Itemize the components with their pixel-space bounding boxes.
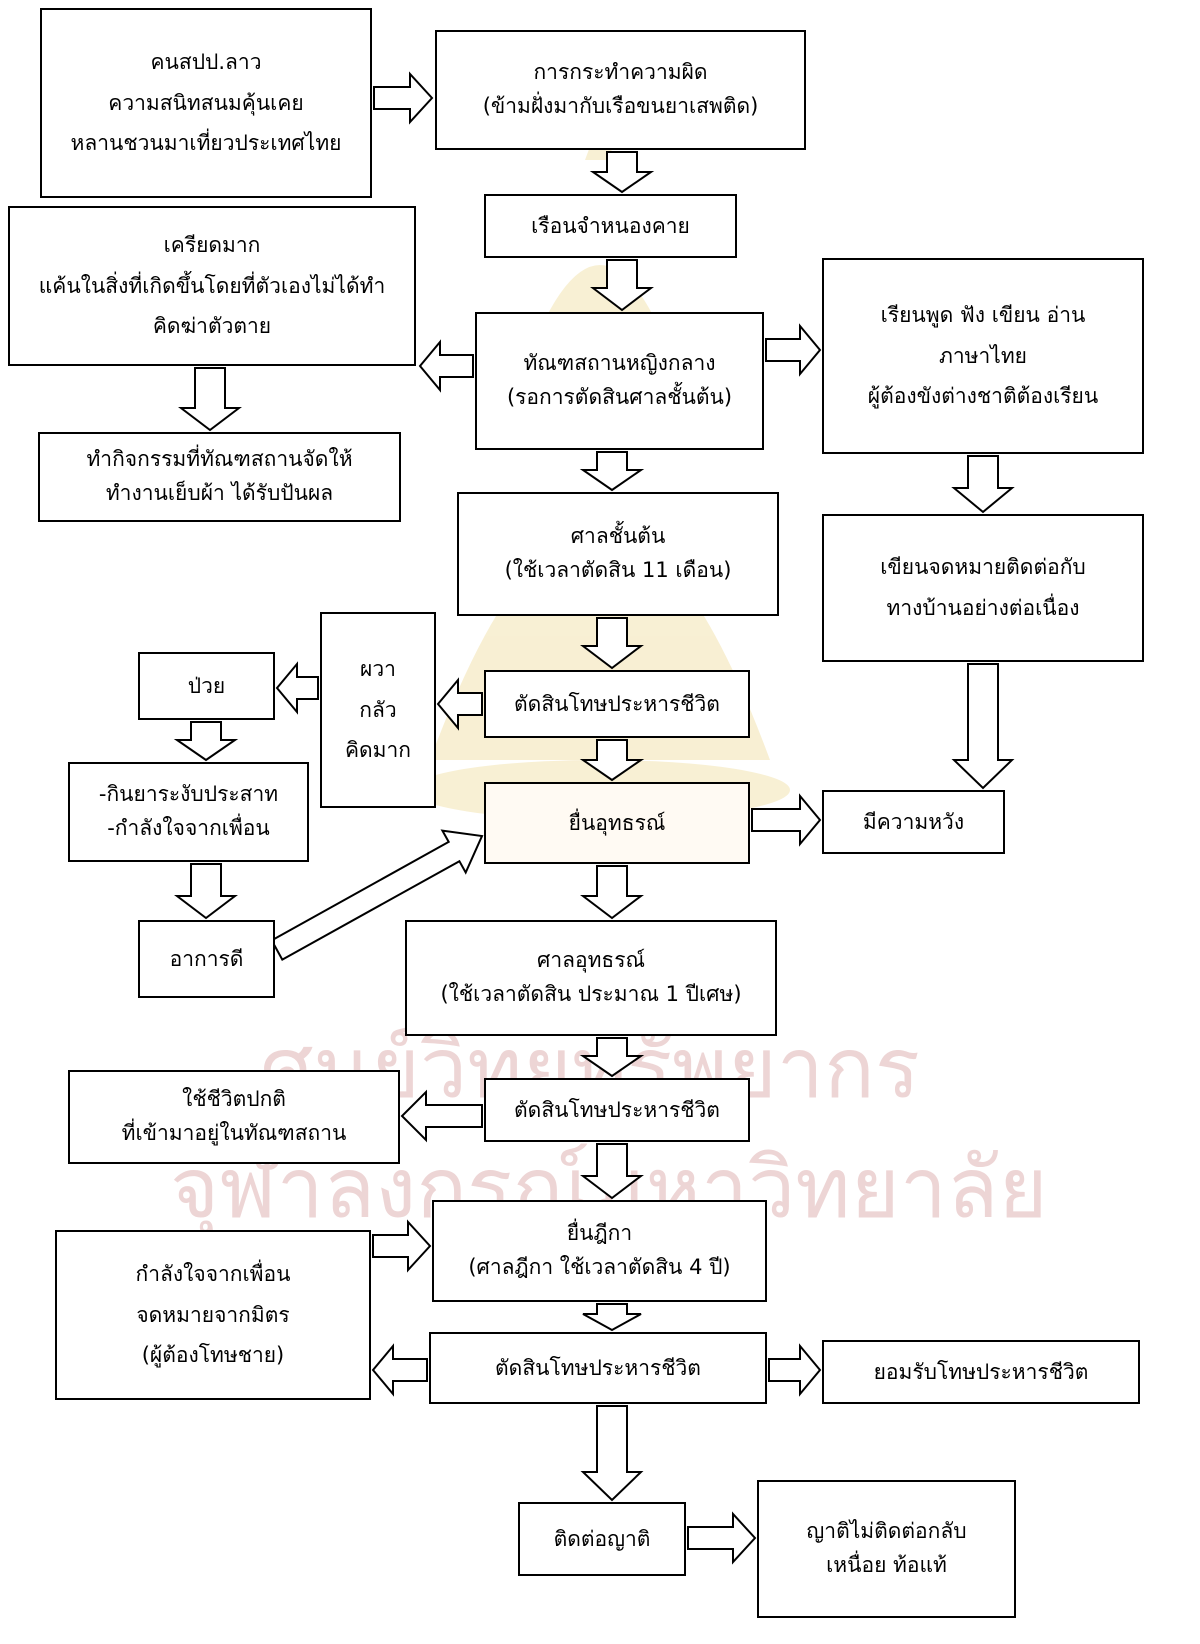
activities-line-2: ทำงานเย็บผ้า ได้รับปันผล (105, 481, 334, 505)
fear-line-2: กลัว (359, 697, 397, 722)
support-line-1: กำลังใจจากเพื่อน (135, 1261, 291, 1286)
arrow-death3-to-contact (580, 1405, 644, 1502)
node-sick: ป่วย (138, 652, 275, 720)
arrow-prison-to-stress (418, 339, 474, 393)
supreme-line-2: (ศาลฎีกา ใช้เวลาตัดสิน 4 ปี) (468, 1255, 731, 1279)
arrow-appeal-to-hope (751, 793, 822, 847)
stress-line-1: เครียดมาก (163, 232, 261, 257)
first-court-line-1: ศาลชั้นต้น (570, 524, 666, 549)
appeal-line-1: ยื่นอุทธรณ์ (568, 810, 666, 835)
arrow-death1-to-fear (436, 677, 483, 731)
arrow-origin-to-offense (373, 71, 434, 125)
central-prison-line-1: ทัณฑสถานหญิงกลาง (523, 351, 716, 376)
arrow-death2-to-supreme (580, 1143, 644, 1200)
appeal-court-line-1: ศาลอุทธรณ์ (536, 948, 646, 973)
arrow-fear-to-sick (275, 661, 319, 715)
nongkhai-jail-line-1: เรือนจำหนองคาย (531, 213, 690, 238)
node-supreme: ยื่นฎีกา (ศาลฎีกา ใช้เวลาตัดสิน 4 ปี) (432, 1200, 767, 1302)
medicine-line-1: -กินยาระงับประสาท (98, 782, 279, 807)
arrow-stress-to-activities (178, 367, 242, 432)
node-normal-life: ใช้ชีวิตปกติที่เข้ามาอยู่ในทัณฑสถาน (68, 1070, 400, 1164)
node-origin: คนสปป.ลาวความสนิทสนมคุ้นเคยหลานชวนมาเที่… (40, 8, 372, 198)
arrow-medicine-to-better (174, 863, 238, 920)
letters-home-line-2: ทางบ้านอย่างต่อเนื่อง (886, 596, 1080, 620)
stress-line-2: แค้นในสิ่งที่เกิดขึ้นโดยที่ตัวเองไม่ได้ท… (38, 273, 386, 298)
central-prison-line-2: (รอการตัดสินศาลชั้นต้น) (506, 385, 733, 409)
node-appeal: ยื่นอุทธรณ์ (484, 782, 750, 864)
arrow-sick-to-medicine (173, 721, 239, 762)
node-support: กำลังใจจากเพื่อนจดหมายจากมิตร (ผู้ต้องโทษ… (55, 1230, 371, 1400)
learn-thai-line-2: ภาษาไทย (939, 343, 1027, 368)
supreme-line-1: ยื่นฎีกา (566, 1221, 633, 1246)
death-1-line-1: ตัดสินโทษประหารชีวิต (514, 691, 720, 716)
node-no-reply: ญาติไม่ติดต่อกลับเหนื่อย ท้อแท้ (757, 1480, 1016, 1618)
stress-line-3: คิดฆ่าตัวตาย (152, 314, 272, 339)
origin-line-3: หลานชวนมาเที่ยวประเทศไทย (70, 131, 342, 156)
node-medicine: -กินยาระงับประสาท -กำลังใจจากเพื่อน (68, 762, 309, 862)
learn-thai-line-3: ผู้ต้องขังต่างชาติต้องเรียน (867, 384, 1099, 409)
support-line-3: (ผู้ต้องโทษชาย) (141, 1343, 285, 1368)
arrow-death3-to-accept (768, 1343, 822, 1397)
node-hope: มีความหวัง (822, 790, 1005, 854)
learn-thai-line-1: เรียนพูด ฟัง เขียน อ่าน (880, 302, 1086, 327)
node-appeal-court: ศาลอุทธรณ์ (ใช้เวลาตัดสิน ประมาณ 1 ปีเศษ) (405, 920, 777, 1036)
death-2-line-1: ตัดสินโทษประหารชีวิต (514, 1097, 720, 1122)
origin-line-1: คนสปป.ลาว (150, 49, 262, 74)
arrow-prison-to-learn (765, 323, 822, 377)
node-first-court: ศาลชั้นต้น (ใช้เวลาตัดสิน 11 เดือน) (457, 492, 779, 616)
node-fear: ผวากลัวคิดมาก (320, 612, 436, 808)
node-central-prison: ทัณฑสถานหญิงกลาง (รอการตัดสินศาลชั้นต้น) (475, 312, 764, 450)
support-line-2: จดหมายจากมิตร (136, 1302, 290, 1327)
accept-line-1: ยอมรับโทษประหารชีวิต (873, 1359, 1089, 1384)
arrow-death1-to-appeal (579, 739, 645, 782)
arrow-prison-to-first-court (579, 451, 645, 492)
sick-line-1: ป่วย (187, 673, 226, 698)
arrow-first-court-to-death1 (580, 617, 644, 670)
arrow-contact-to-no-reply (687, 1511, 757, 1565)
no-reply-line-1: ญาติไม่ติดต่อกลับ (806, 1519, 967, 1544)
node-contact-relatives: ติดต่อญาติ (518, 1502, 686, 1576)
node-death-sentence-1: ตัดสินโทษประหารชีวิต (484, 670, 750, 738)
fear-line-1: ผวา (360, 656, 396, 681)
contact-relatives-line-1: ติดต่อญาติ (553, 1526, 651, 1551)
arrow-appeal-to-appeal-court (580, 865, 644, 920)
arrow-better-to-appeal (270, 829, 484, 961)
activities-line-1: ทำกิจกรรมที่ทัณฑสถานจัดให้ (86, 447, 353, 472)
normal-life-line-1: ใช้ชีวิตปกติ (182, 1087, 286, 1112)
appeal-court-line-2: (ใช้เวลาตัดสิน ประมาณ 1 ปีเศษ) (440, 982, 742, 1006)
arrow-support-to-supreme (372, 1219, 432, 1273)
arrow-offense-to-jail (589, 151, 655, 194)
hope-line-1: มีความหวัง (862, 809, 965, 834)
arrow-jail-to-prison (590, 259, 654, 312)
node-learn-thai: เรียนพูด ฟัง เขียน อ่านภาษาไทยผู้ต้องขัง… (822, 258, 1144, 454)
arrow-appeal-court-to-death2 (579, 1037, 645, 1078)
no-reply-line-2: เหนื่อย ท้อแท้ (826, 1553, 947, 1577)
medicine-line-2: -กำลังใจจากเพื่อน (107, 816, 270, 840)
arrow-learn-to-letters (951, 455, 1015, 514)
origin-line-2: ความสนิทสนมคุ้นเคย (108, 90, 304, 115)
node-letters-home: เขียนจดหมายติดต่อกับทางบ้านอย่างต่อเนื่อ… (822, 514, 1144, 662)
arrow-letters-to-hope (951, 663, 1015, 790)
node-activities: ทำกิจกรรมที่ทัณฑสถานจัดให้ทำงานเย็บผ้า ไ… (38, 432, 401, 522)
letters-home-line-1: เขียนจดหมายติดต่อกับ (880, 555, 1086, 580)
node-death-sentence-2: ตัดสินโทษประหารชีวิต (484, 1078, 750, 1142)
node-stress: เครียดมากแค้นในสิ่งที่เกิดขึ้นโดยที่ตัวเ… (8, 206, 416, 366)
arrow-supreme-to-death3 (582, 1303, 642, 1332)
node-accept: ยอมรับโทษประหารชีวิต (822, 1340, 1140, 1404)
fear-line-3: คิดมาก (344, 738, 412, 763)
offense-line-2: (ข้ามฝั่งมากับเรือขนยาเสพติด) (482, 94, 759, 118)
first-court-line-2: (ใช้เวลาตัดสิน 11 เดือน) (504, 558, 732, 582)
node-better: อาการดี (138, 920, 275, 998)
node-nongkhai-jail: เรือนจำหนองคาย (484, 194, 737, 258)
arrow-death2-to-normal-life (400, 1089, 483, 1143)
normal-life-line-2: ที่เข้ามาอยู่ในทัณฑสถาน (121, 1121, 347, 1145)
death-3-line-1: ตัดสินโทษประหารชีวิต (495, 1355, 701, 1380)
offense-line-1: การกระทำความผิด (533, 60, 708, 85)
arrow-death3-to-support (371, 1343, 428, 1397)
better-line-1: อาการดี (169, 946, 244, 971)
node-offense: การกระทำความผิด (ข้ามฝั่งมากับเรือขนยาเสพ… (435, 30, 806, 150)
node-death-sentence-3: ตัดสินโทษประหารชีวิต (429, 1332, 767, 1404)
